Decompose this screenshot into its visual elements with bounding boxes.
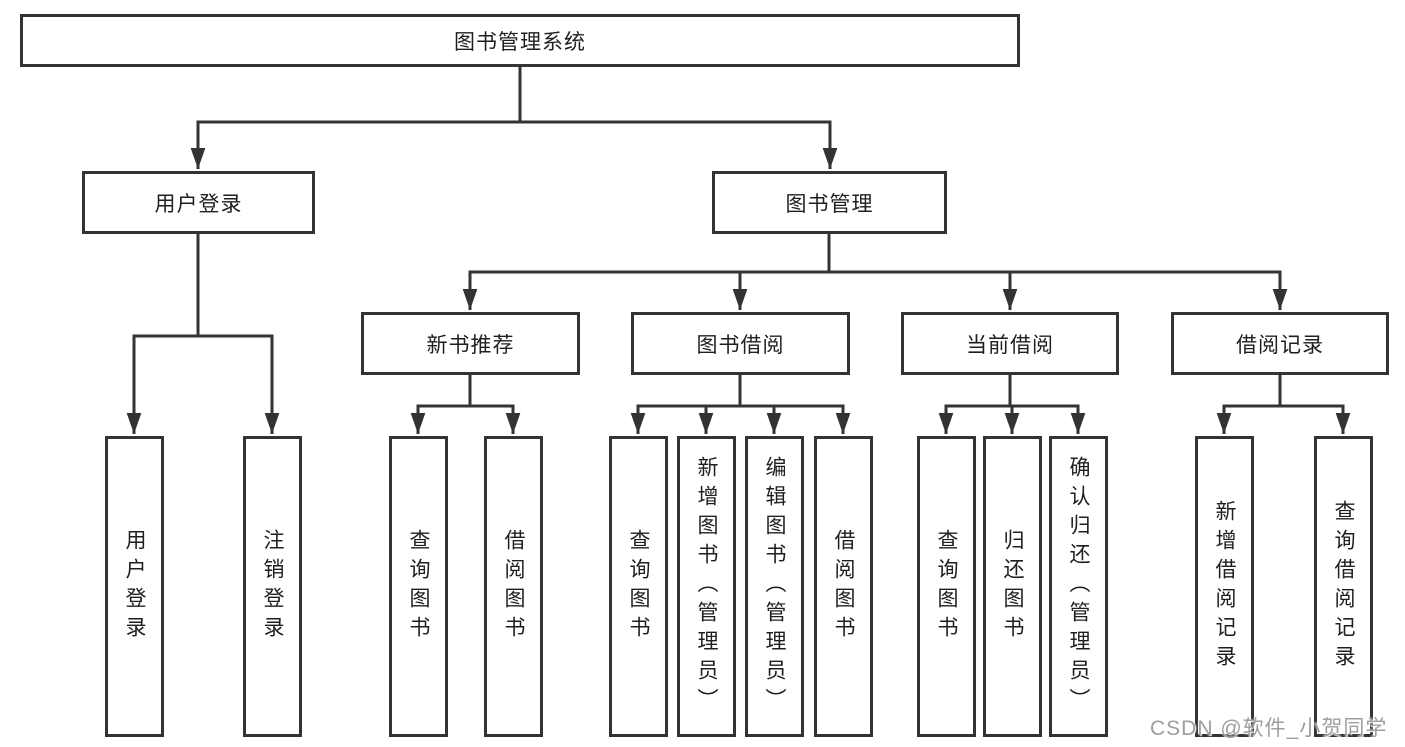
leaf-label: 注销登录 bbox=[261, 528, 284, 645]
leaf-label: 借阅图书 bbox=[832, 528, 855, 645]
leaf-user-login: 用户登录 bbox=[105, 436, 164, 737]
leaf-return-books: 归还图书 bbox=[983, 436, 1042, 737]
leaf-add-borrow-record: 新增借阅记录 bbox=[1195, 436, 1254, 737]
leaf-label: 查询借阅记录 bbox=[1332, 499, 1355, 674]
node-label: 借阅记录 bbox=[1236, 333, 1324, 357]
node-library-management-system: 图书管理系统 bbox=[20, 14, 1020, 67]
leaf-label: 查询图书 bbox=[407, 528, 430, 645]
leaf-label: 确认归还（管理员） bbox=[1067, 456, 1090, 717]
node-label: 新书推荐 bbox=[426, 333, 515, 357]
leaf-borrow-books: 借阅图书 bbox=[814, 436, 873, 737]
leaf-label: 查询图书 bbox=[627, 528, 650, 645]
node-book-borrowing: 图书借阅 bbox=[631, 312, 850, 375]
leaf-borrow-books-recommend: 借阅图书 bbox=[484, 436, 543, 737]
leaf-logout: 注销登录 bbox=[243, 436, 302, 737]
leaf-label: 用户登录 bbox=[123, 528, 146, 645]
leaf-label: 查询图书 bbox=[935, 528, 958, 645]
leaf-label: 新增图书（管理员） bbox=[695, 456, 718, 717]
leaf-confirm-return-admin: 确认归还（管理员） bbox=[1049, 436, 1108, 737]
node-user-login: 用户登录 bbox=[82, 171, 315, 234]
node-borrowing-records: 借阅记录 bbox=[1171, 312, 1389, 375]
leaf-add-books-admin: 新增图书（管理员） bbox=[677, 436, 736, 737]
leaf-query-borrow-record: 查询借阅记录 bbox=[1314, 436, 1373, 737]
leaf-query-books-borrow: 查询图书 bbox=[609, 436, 668, 737]
leaf-label: 新增借阅记录 bbox=[1213, 499, 1236, 674]
leaf-edit-books-admin: 编辑图书（管理员） bbox=[745, 436, 804, 737]
node-label: 图书借阅 bbox=[696, 333, 785, 357]
node-label: 图书管理 bbox=[785, 192, 874, 216]
leaf-query-books-recommend: 查询图书 bbox=[389, 436, 448, 737]
node-current-borrowing: 当前借阅 bbox=[901, 312, 1119, 375]
leaf-label: 编辑图书（管理员） bbox=[763, 456, 786, 717]
leaf-label: 归还图书 bbox=[1001, 528, 1024, 645]
node-label: 图书管理系统 bbox=[454, 30, 586, 54]
leaf-label: 借阅图书 bbox=[502, 528, 525, 645]
node-label: 当前借阅 bbox=[966, 333, 1054, 357]
node-new-book-recommendation: 新书推荐 bbox=[361, 312, 580, 375]
node-label: 用户登录 bbox=[154, 192, 243, 216]
csdn-watermark: CSDN @软件_小贺同学 bbox=[1150, 717, 1388, 740]
leaf-query-books-current: 查询图书 bbox=[917, 436, 976, 737]
node-book-management: 图书管理 bbox=[712, 171, 947, 234]
